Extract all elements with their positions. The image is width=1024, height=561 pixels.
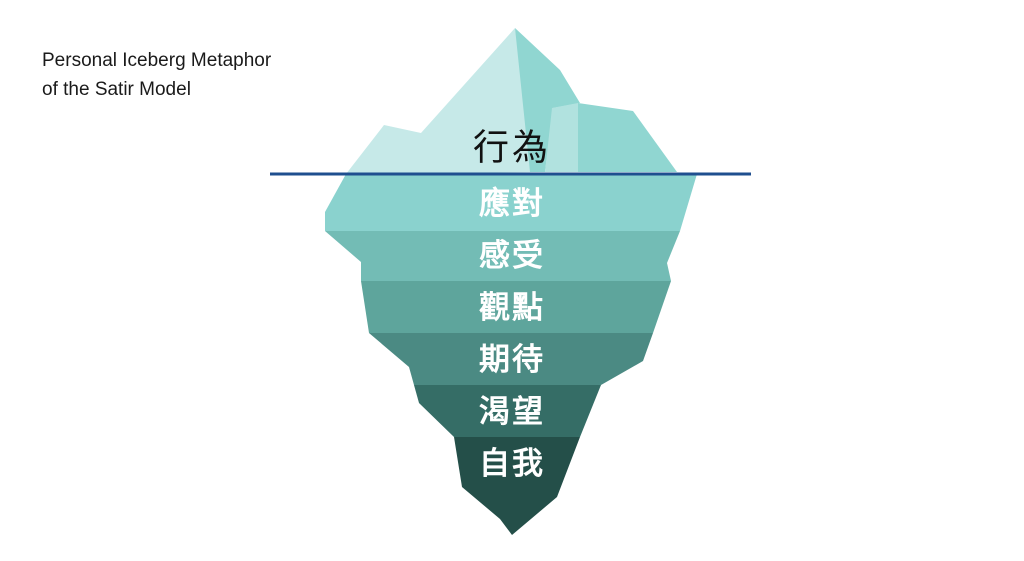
layer-band-6 <box>454 437 580 535</box>
layer-label-6: 自我 <box>479 446 545 482</box>
iceberg-underwater: 應對 感受 觀點 期待 渴望 自我 <box>325 174 697 535</box>
layer-label-1: 應對 <box>479 186 545 222</box>
layer-band-1 <box>325 174 697 231</box>
diagram-title: Personal Iceberg Metaphor of the Satir M… <box>42 46 362 104</box>
tip-face-right <box>578 103 677 172</box>
layer-label-3: 觀點 <box>479 290 545 326</box>
title-line-2: of the Satir Model <box>42 79 191 100</box>
layer-label-behavior: 行為 <box>473 128 551 169</box>
layer-label-2: 感受 <box>479 238 545 274</box>
tip-face-left <box>346 28 540 174</box>
layer-label-4: 期待 <box>479 342 545 378</box>
title-line-1: Personal Iceberg Metaphor <box>42 50 272 71</box>
tip-face-peak-right <box>515 28 580 172</box>
tip-face-mid <box>545 103 580 172</box>
iceberg-tip: 行為 <box>346 28 677 174</box>
layer-band-3 <box>361 281 671 333</box>
layer-band-2 <box>325 231 680 281</box>
layer-band-4 <box>369 333 653 385</box>
layer-band-5 <box>414 385 601 437</box>
layer-label-5: 渴望 <box>479 394 545 430</box>
